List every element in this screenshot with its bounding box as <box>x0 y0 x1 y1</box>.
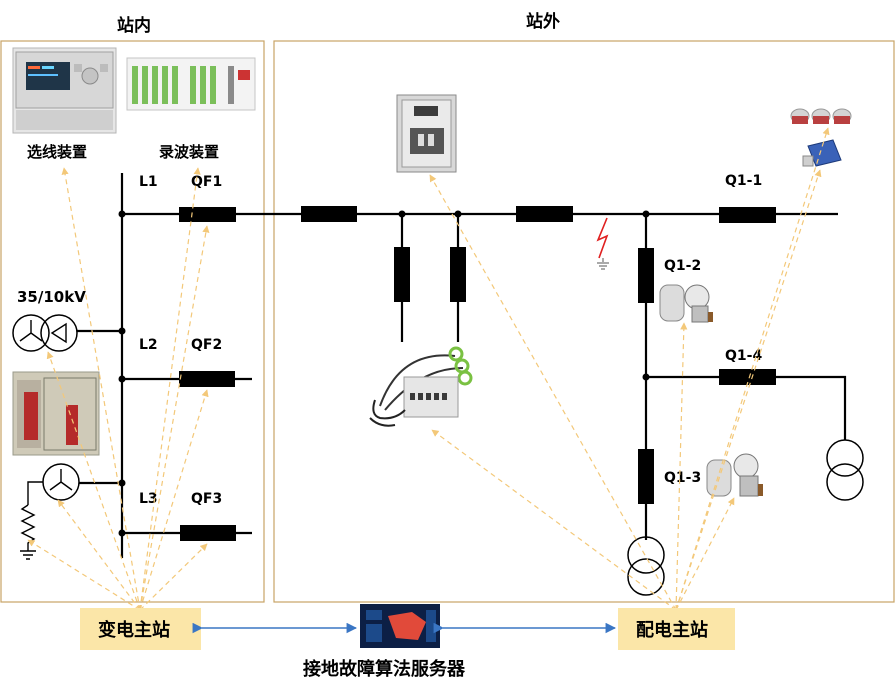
current-sensor-collector-image <box>369 346 473 427</box>
switch-q1-3 <box>638 449 654 504</box>
fault-indicator-q1-3-image <box>706 453 763 497</box>
ground-fault-symbol <box>596 217 609 270</box>
label-q1-2: Q1-2 <box>664 258 701 274</box>
label-q1-3: Q1-3 <box>664 470 701 486</box>
inside-station-frame <box>0 40 265 603</box>
distribution-transformer-bottom <box>627 536 665 596</box>
breaker-qf3 <box>180 525 236 541</box>
breaker-qf2 <box>179 371 235 387</box>
distribution-master-box[interactable] <box>618 608 735 650</box>
label-q1-1: Q1-1 <box>725 173 762 189</box>
breaker-qf1 <box>179 207 236 222</box>
cabinet-terminal-image <box>396 94 457 173</box>
label-q1-4: Q1-4 <box>725 348 762 364</box>
branch-switch-a <box>394 247 410 302</box>
switch-q1-2 <box>638 248 654 303</box>
line-segment-switch-1 <box>301 206 357 222</box>
label-l1: L1 <box>139 174 158 190</box>
switch-q1-1 <box>719 207 776 223</box>
fault-indicator-q1-2-image <box>659 284 713 323</box>
outside-station-frame <box>273 40 895 603</box>
substation-comm-lines <box>27 167 210 611</box>
fault-indicator-sensors-image <box>790 108 852 124</box>
transformer-voltage-label: 35/10kV <box>17 288 86 306</box>
outside-section-title: 站外 <box>526 11 560 32</box>
recorder-device-image <box>126 57 256 111</box>
grounding-resistor <box>20 504 36 551</box>
main-transformer-symbol <box>12 314 78 352</box>
grounding-transformer-image <box>12 371 100 456</box>
distribution-master-label: 配电主站 <box>636 619 708 641</box>
label-qf3: QF3 <box>191 491 222 507</box>
inside-section-title: 站内 <box>117 15 151 36</box>
label-l2: L2 <box>139 337 158 353</box>
grounding-transformer-symbol <box>42 463 80 501</box>
algorithm-server-label: 接地故障算法服务器 <box>303 658 466 680</box>
line-segment-switch-2 <box>516 206 573 222</box>
distribution-transformer-right <box>826 439 864 501</box>
label-qf2: QF2 <box>191 337 222 353</box>
substation-master-label: 变电主站 <box>98 619 170 641</box>
line-selection-device-image <box>12 47 117 134</box>
algorithm-server-image <box>360 604 440 648</box>
solar-collector-image <box>802 139 842 167</box>
switch-q1-4 <box>719 369 776 385</box>
recorder-device-label: 录波装置 <box>159 143 219 161</box>
label-qf1: QF1 <box>191 174 222 190</box>
branch-switch-b <box>450 247 466 302</box>
line-selection-device-label: 选线装置 <box>27 143 87 161</box>
distribution-comm-lines <box>429 127 830 611</box>
label-l3: L3 <box>139 491 158 507</box>
ground-symbol <box>20 550 36 560</box>
substation-master-box[interactable] <box>80 608 201 650</box>
